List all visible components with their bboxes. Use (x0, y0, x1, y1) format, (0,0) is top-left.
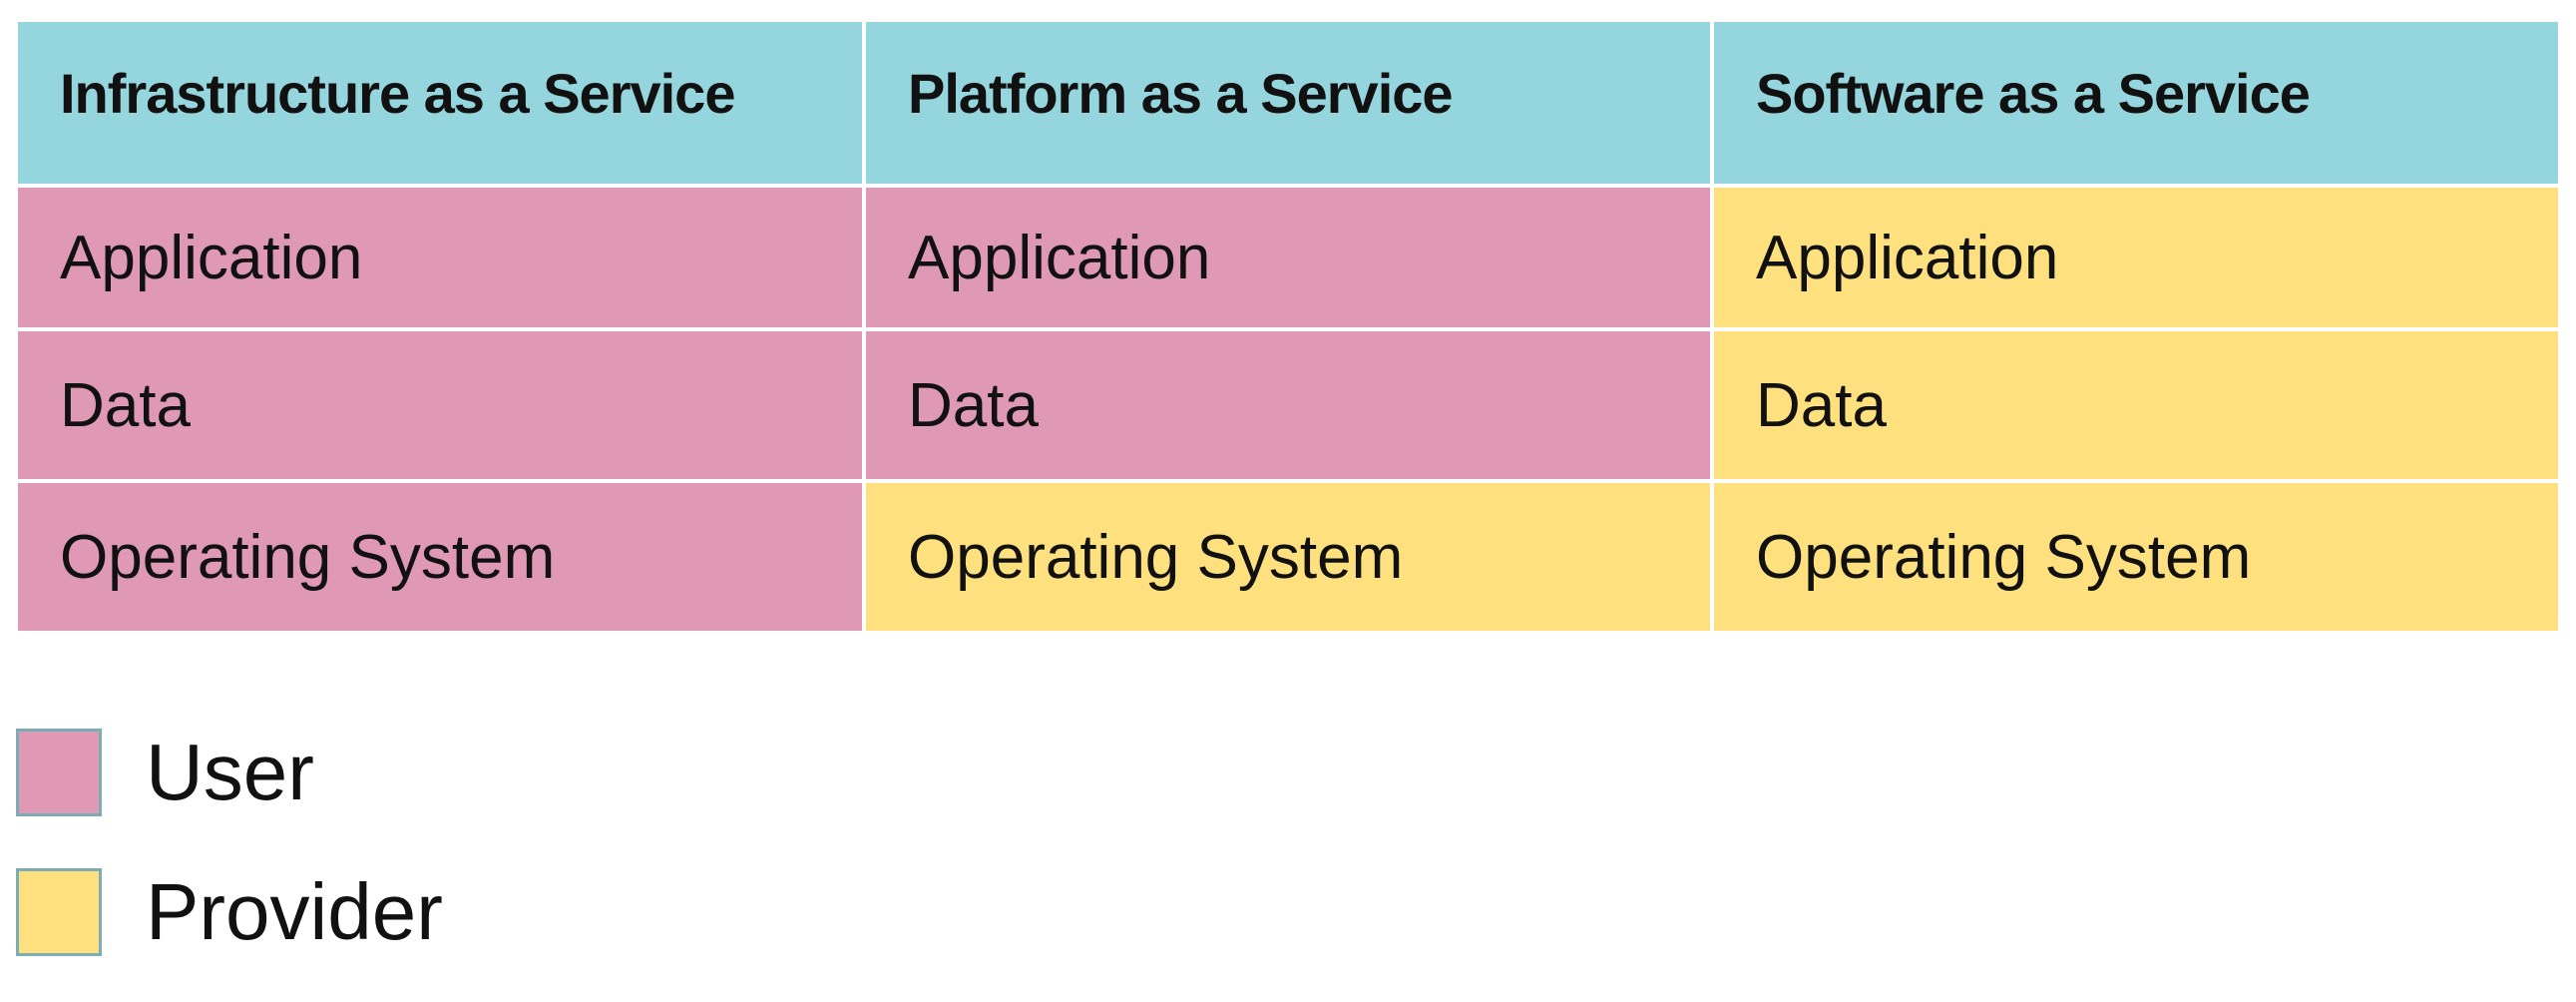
paas-data-cell: Data (866, 331, 1710, 479)
legend-swatch-user (16, 729, 102, 816)
iaas-operating-system-cell: Operating System (18, 483, 862, 631)
legend-item-provider: Provider (16, 862, 443, 962)
saas-application-cell: Application (1714, 188, 2558, 327)
legend: User Provider (16, 723, 443, 1002)
legend-label-provider: Provider (146, 867, 443, 956)
legend-item-user: User (16, 723, 443, 822)
legend-swatch-provider (16, 868, 102, 956)
paas-operating-system-cell: Operating System (866, 483, 1710, 631)
saas-data-cell: Data (1714, 331, 2558, 479)
paas-application-cell: Application (866, 188, 1710, 327)
column-header-paas: Platform as a Service (866, 22, 1710, 184)
service-model-table: Infrastructure as a Service Platform as … (18, 22, 2558, 631)
legend-label-user: User (146, 728, 314, 816)
saas-operating-system-cell: Operating System (1714, 483, 2558, 631)
iaas-application-cell: Application (18, 188, 862, 327)
column-header-iaas: Infrastructure as a Service (18, 22, 862, 184)
iaas-data-cell: Data (18, 331, 862, 479)
column-header-saas: Software as a Service (1714, 22, 2558, 184)
